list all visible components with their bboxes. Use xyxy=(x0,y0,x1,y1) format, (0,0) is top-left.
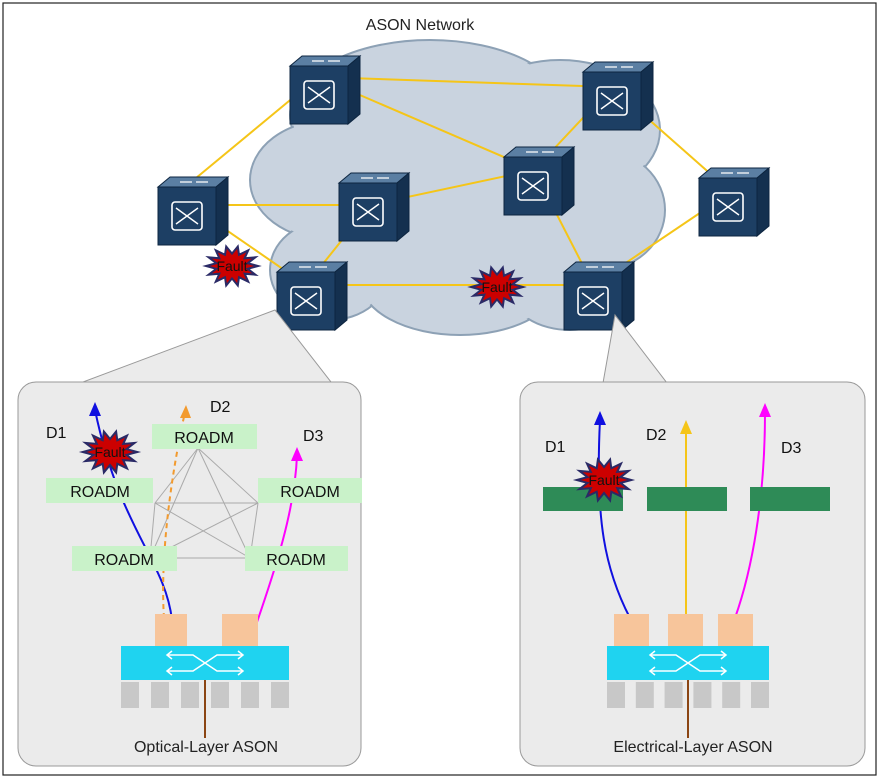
network-node xyxy=(697,166,771,238)
board-right xyxy=(750,487,830,511)
optical-slot xyxy=(151,682,169,708)
roadm-box-left-upper xyxy=(46,478,153,503)
crossconnect-icon xyxy=(577,286,609,316)
network-node xyxy=(502,145,576,217)
d1-path-electrical xyxy=(597,419,631,619)
d2-arrow-optical xyxy=(180,405,191,418)
electrical-port-1 xyxy=(614,614,649,646)
fault-label: Fault xyxy=(481,279,512,295)
optical-slot xyxy=(241,682,259,708)
network-node xyxy=(337,171,411,243)
fault-label: Fault xyxy=(588,472,619,488)
electrical-slot xyxy=(751,682,769,708)
network-nodes xyxy=(156,54,771,332)
electrical-layer-panel: D1 D2 D3 Electrical-Layer ASON xyxy=(519,381,866,767)
electrical-slot xyxy=(607,682,625,708)
d1-arrow-electrical xyxy=(594,411,606,425)
optical-layer-panel: ROADM ROADM ROADM ROADM ROADM D1 D2 D3 O… xyxy=(17,381,362,767)
fault-burst-left-link: Fault xyxy=(202,244,262,288)
crossconnect-icon xyxy=(517,171,549,201)
roadm-box-top xyxy=(152,424,257,449)
optical-slot xyxy=(271,682,289,708)
roadm-label-right-lower: ROADM xyxy=(266,552,326,569)
network-title: ASON Network xyxy=(366,17,475,34)
electrical-d2-label: D2 xyxy=(646,427,667,444)
d1-arrow-optical xyxy=(89,402,101,416)
crossconnect-icon xyxy=(596,86,628,116)
electrical-slot xyxy=(722,682,741,708)
fault-label: Fault xyxy=(94,444,125,460)
d3-arrow-optical xyxy=(291,447,303,461)
electrical-crossconnect xyxy=(607,646,769,738)
roadm-box-right-upper xyxy=(258,478,362,503)
d3-arrow-electrical xyxy=(759,403,771,417)
roadm-box-left-lower xyxy=(72,546,177,571)
crossing-arrows-icon xyxy=(165,650,245,676)
electrical-slot xyxy=(664,682,683,708)
fault-burst-electrical-d1: Fault xyxy=(572,457,636,503)
d3-path-electrical xyxy=(734,411,766,619)
electrical-slot xyxy=(693,682,712,708)
electrical-port-3 xyxy=(718,614,753,646)
network-node xyxy=(288,54,362,126)
crossconnect-icon xyxy=(712,192,744,222)
fault-burst-optical-d1: Fault xyxy=(78,429,142,475)
optical-d3-label: D3 xyxy=(303,428,324,445)
optical-slot xyxy=(181,682,199,708)
roadm-box-right-lower xyxy=(245,546,348,571)
optical-caption: Optical-Layer ASON xyxy=(134,739,278,756)
crossconnect-icon xyxy=(171,201,203,231)
network-node xyxy=(581,60,655,132)
network-node xyxy=(156,175,230,247)
roadm-label-left-lower: ROADM xyxy=(94,552,154,569)
network-node xyxy=(562,260,636,332)
electrical-slot xyxy=(635,682,654,708)
electrical-d3-label: D3 xyxy=(781,440,802,457)
crossconnect-icon xyxy=(303,80,335,110)
electrical-d1-label: D1 xyxy=(545,439,566,456)
electrical-caption: Electrical-Layer ASON xyxy=(613,739,772,756)
network-node xyxy=(275,260,349,332)
roadm-label-top: ROADM xyxy=(174,430,234,447)
roadm-label-right-upper: ROADM xyxy=(280,484,340,501)
crossconnect-icon xyxy=(290,286,322,316)
optical-slot xyxy=(211,682,229,708)
d3-path-optical xyxy=(255,454,298,626)
electrical-port-2 xyxy=(668,614,703,646)
fault-burst-bottom-link: Fault xyxy=(467,265,527,309)
optical-port-right xyxy=(222,614,258,646)
optical-slot xyxy=(121,682,139,708)
optical-crossconnect xyxy=(121,646,289,738)
optical-d1-label: D1 xyxy=(46,425,67,442)
fault-label: Fault xyxy=(216,258,247,274)
board-middle xyxy=(647,487,727,511)
optical-port-left xyxy=(155,614,187,646)
optical-d2-label: D2 xyxy=(210,399,231,416)
crossconnect-icon xyxy=(352,197,384,227)
crossing-arrows-icon xyxy=(648,650,728,676)
d2-arrow-electrical xyxy=(680,420,692,434)
roadm-label-left-upper: ROADM xyxy=(70,484,130,501)
